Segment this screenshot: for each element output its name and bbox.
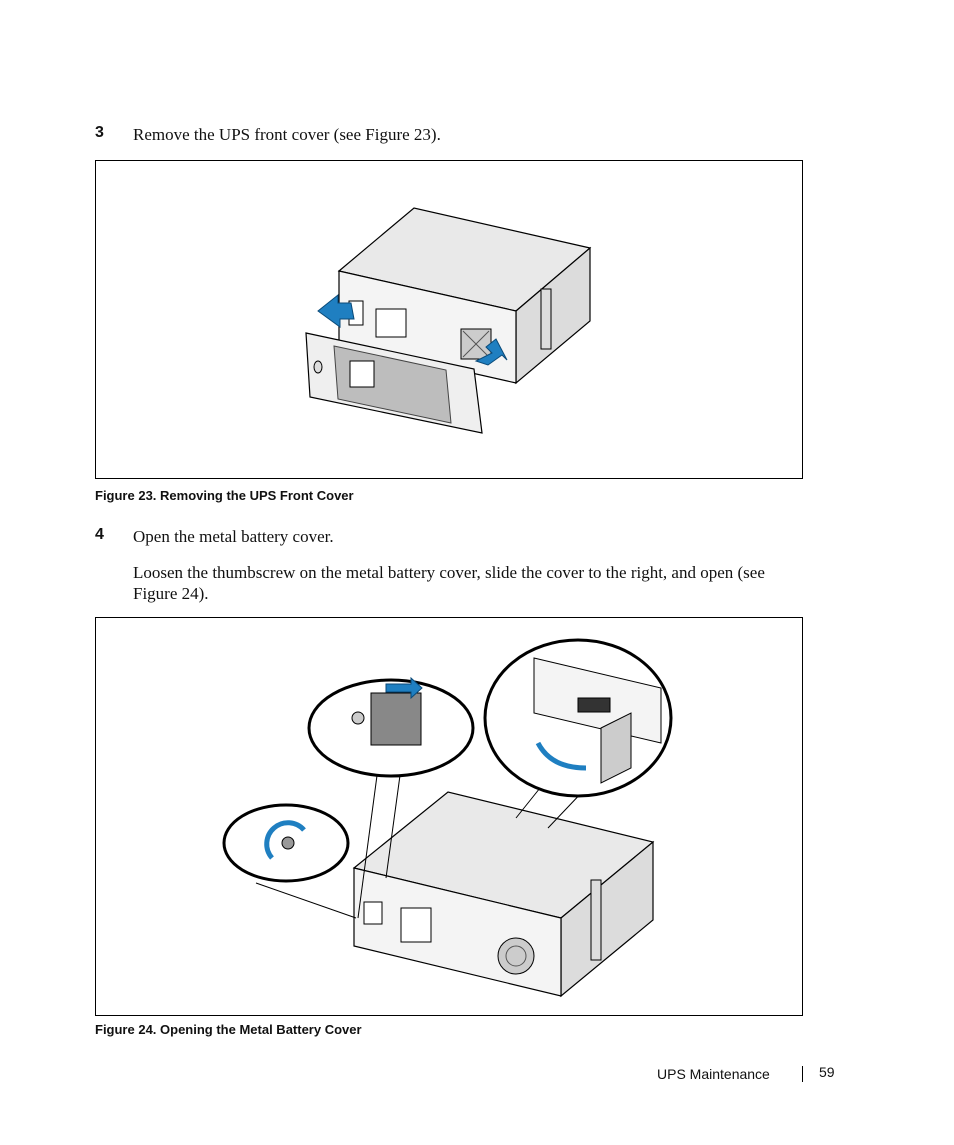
slide-cover-callout bbox=[307, 676, 475, 778]
figure-23-frame bbox=[95, 160, 803, 479]
page-number: 59 bbox=[819, 1064, 835, 1080]
step-4-text: Open the metal battery cover. bbox=[133, 527, 334, 546]
footer-section-title: UPS Maintenance bbox=[657, 1066, 770, 1082]
figure-24-frame bbox=[95, 617, 803, 1016]
fan-grille bbox=[460, 328, 492, 360]
fan-grille bbox=[497, 937, 535, 975]
thumbscrew-callout bbox=[222, 803, 350, 883]
front-bezel bbox=[305, 332, 483, 434]
step-number-3: 3 bbox=[95, 124, 104, 141]
open-arrow-icon bbox=[535, 741, 587, 771]
rotate-arrow-icon bbox=[264, 820, 306, 860]
step-4-detail-line-1: Loosen the thumbscrew on the metal batte… bbox=[133, 563, 765, 582]
right-arrow-icon bbox=[474, 338, 508, 366]
open-cover-callout bbox=[483, 638, 673, 798]
step-4-detail-line-2: Figure 24). bbox=[133, 584, 209, 603]
figure-24-caption: Figure 24. Opening the Metal Battery Cov… bbox=[95, 1022, 362, 1037]
left-arrow-icon bbox=[317, 293, 355, 328]
slide-arrow-icon bbox=[385, 676, 423, 700]
figure-23-caption: Figure 23. Removing the UPS Front Cover bbox=[95, 488, 354, 503]
step-number-4: 4 bbox=[95, 526, 104, 543]
figure-23-illustration bbox=[305, 207, 592, 434]
footer-divider bbox=[802, 1066, 803, 1082]
figure-24-illustration bbox=[222, 638, 673, 998]
step-3-text: Remove the UPS front cover (see Figure 2… bbox=[133, 125, 441, 144]
